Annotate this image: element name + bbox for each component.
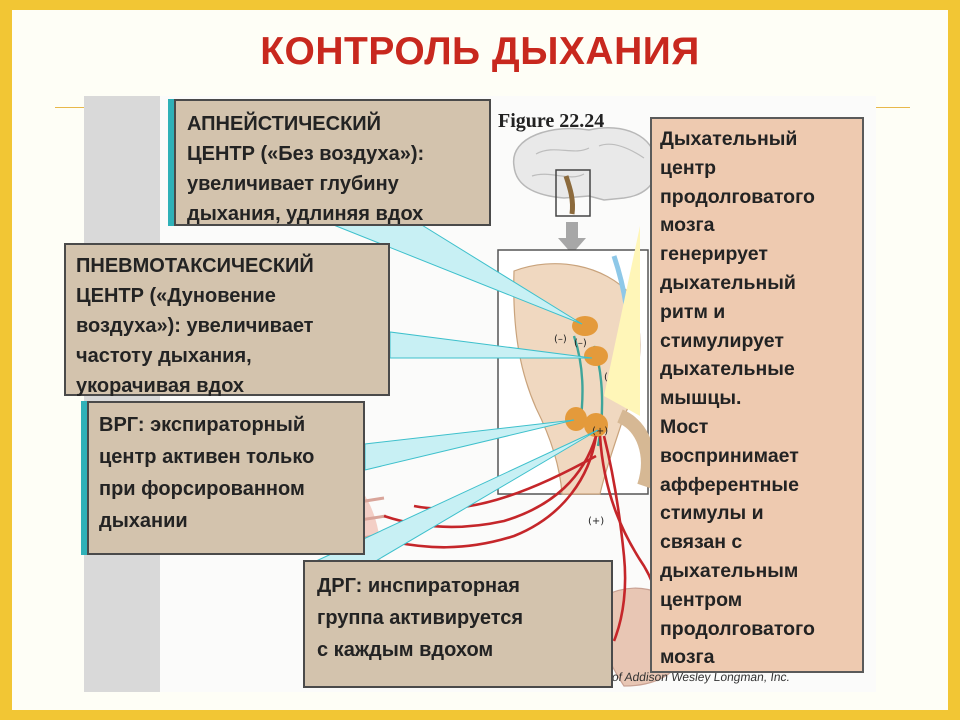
pneumotaxic-center-node xyxy=(572,316,598,336)
sign-plus-2: (+) xyxy=(592,426,608,437)
slide-title: КОНТРОЛЬ ДЫХАНИЯ xyxy=(260,30,700,73)
pneumotaxic-pointer xyxy=(389,331,593,359)
sign-plus-3: (+) xyxy=(588,516,604,527)
apneustic-center-node xyxy=(584,346,608,366)
vrg-center-node xyxy=(565,407,587,431)
vrg-pointer xyxy=(364,419,575,471)
respiratory-center-callout: Дыхательный центр продолговатого мозга г… xyxy=(650,117,864,673)
sign-minus-2: (–) xyxy=(574,338,587,349)
figure-label: Figure 22.24 xyxy=(498,110,605,132)
pneumotaxic-center-callout: ПНЕВМОТАКСИЧЕСКИЙ ЦЕНТР («Дуновение возд… xyxy=(64,243,390,397)
vrg-callout: ВРГ: экспираторный центр активен только … xyxy=(87,401,365,555)
sign-minus-1: (–) xyxy=(554,334,567,345)
respiratory-center-pointer xyxy=(604,226,640,416)
apneustic-center-callout: АПНЕЙСТИЧЕСКИЙ ЦЕНТР («Без воздуха»): ув… xyxy=(174,99,491,226)
brainstem-illustration: (–) (–) (+) (+) (+) xyxy=(305,127,687,687)
drg-center-node xyxy=(584,413,608,437)
zoom-arrow xyxy=(558,222,586,254)
drg-callout: ДРГ: инспираторная группа активируется с… xyxy=(303,560,613,688)
brain-thumbnail xyxy=(513,127,657,217)
